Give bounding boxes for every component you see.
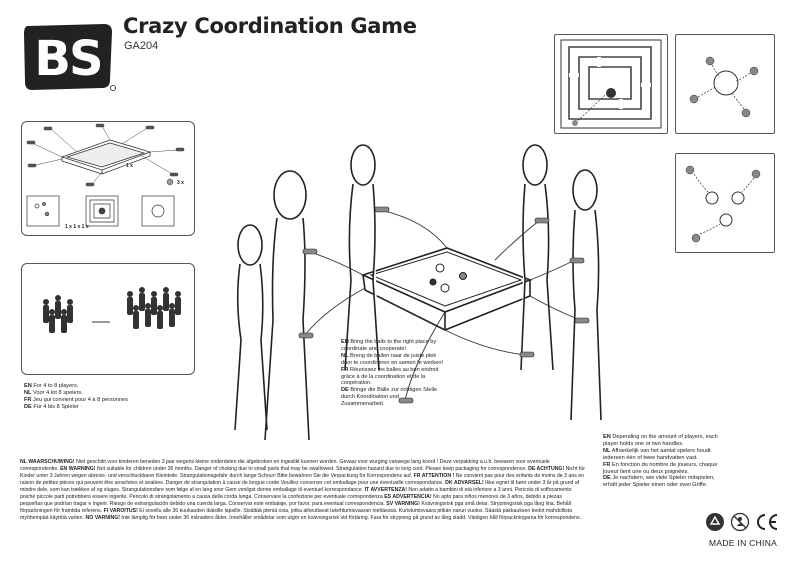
player-silhouette	[145, 303, 151, 327]
card-3	[141, 195, 175, 227]
handles-en: Depending on the amount of players, each…	[603, 434, 718, 447]
player-figure-5	[234, 224, 268, 431]
warning-code: FR ATTENTION !	[413, 473, 456, 479]
handles	[298, 206, 590, 404]
contents-panel: 1 x 3 x 1 x 1 x 1 x	[21, 121, 195, 236]
players-text: EN For 4 to 8 players. NL Voor 4 tot 8 s…	[24, 383, 128, 410]
players-fr: Jeu qui convient pour 4 à 8 personnes	[33, 396, 128, 403]
warning-code: SV VARNING!	[386, 501, 422, 507]
warning-text: Ne convient pas pour des enfants de moin…	[20, 473, 585, 486]
game-board	[360, 247, 533, 331]
warning-code: DE ACHTUNG!	[528, 466, 566, 472]
player-silhouette	[43, 299, 49, 323]
bs-logo: BS	[24, 24, 116, 91]
warning-code: IT AVVERTENZA!	[364, 487, 409, 493]
ball-drawing	[166, 178, 174, 186]
main-illustration	[234, 144, 602, 441]
player-silhouette	[55, 295, 61, 319]
card-1	[26, 195, 60, 227]
handles-nl: Afhankelijk van het aantal spelers houdt…	[603, 447, 711, 461]
player-silhouette	[67, 299, 73, 323]
made-in-label: MADE IN CHINA	[709, 538, 778, 548]
players-de: Für 4 bis 8 Spieler	[33, 403, 79, 410]
move-balls-drawing	[689, 56, 759, 118]
player-silhouette	[169, 303, 175, 327]
move-balls-panel	[675, 34, 775, 134]
balls-qty: 3 x	[177, 180, 184, 186]
maze-card-drawing	[560, 39, 662, 129]
warning-text: Ikke egnet til børn under 3 år på grund …	[20, 480, 580, 493]
warning-code: NL WAARSCHUWING!	[20, 459, 77, 465]
player-silhouette	[151, 291, 157, 315]
target-balls-drawing	[685, 165, 761, 243]
logo-text: BS	[34, 31, 101, 87]
player-silhouette	[157, 305, 163, 329]
instructions-de: Bringe die Bälle zur richtigen Stelle du…	[341, 387, 438, 408]
player-silhouette	[127, 291, 133, 315]
warning-text: Not suitable for children under 36 month…	[96, 466, 529, 472]
handles-de: Je nachdem, wie viele Spieler mitspielen…	[603, 475, 715, 489]
contents-illustration: 1 x 3 x 1 x 1 x 1 x	[26, 123, 185, 230]
players-en: For 4 to 8 players.	[33, 383, 79, 389]
handles-text: EN Depending on the amount of players, e…	[603, 434, 718, 489]
cords-and-handles	[26, 123, 185, 187]
instructions-fr: Réunissez les balles au bon endroit grâc…	[341, 366, 439, 387]
warning-code: EN WARNING!	[60, 466, 97, 472]
board-drawing	[60, 139, 152, 175]
players-nl: Voor 4 tot 8 spelers.	[33, 389, 83, 396]
player-silhouette	[163, 287, 169, 311]
warning-code: FI VAROITUS!	[103, 508, 140, 514]
warning-code: NO VARNING!	[85, 515, 122, 521]
target-balls-panel	[675, 153, 775, 253]
safety-warnings: NL WAARSCHUWING! Niet geschikt voor kind…	[20, 459, 585, 522]
warning-code: ES ADVERTENCIA!	[384, 494, 434, 500]
no-small-children-icon	[730, 512, 750, 532]
player-silhouette	[133, 305, 139, 329]
card-2	[85, 195, 119, 227]
player-silhouette	[49, 309, 55, 333]
player-figure-4	[570, 169, 602, 421]
board-qty: 1 x	[126, 163, 133, 169]
warning-text: Nicht für Kinder unter 3 Jahren wegen ab…	[20, 466, 585, 479]
instructions-nl: Breng de ballen naar de juiste plek door…	[341, 352, 443, 366]
warning-code: DK ADVARSEL!	[445, 480, 486, 486]
recycle-icon	[706, 513, 724, 531]
ce-mark-icon	[757, 514, 778, 530]
product-code: GA204	[124, 40, 159, 52]
product-title: Crazy Coordination Game	[123, 14, 417, 38]
players-illustration	[43, 287, 181, 333]
player-figure-3	[520, 144, 554, 371]
player-figure-1	[264, 170, 310, 441]
warning-text: Inte lämplig för barn under 36 månaders …	[121, 515, 582, 521]
player-silhouette	[61, 309, 67, 333]
cards-qty: 1 x 1 x 1 x	[65, 224, 89, 230]
player-figure-2	[344, 144, 380, 371]
player-silhouette	[139, 287, 145, 311]
warning-text: No apto para niños menores de 3 años, de…	[20, 494, 562, 507]
maze-card-panel	[554, 34, 668, 134]
player-silhouette	[175, 291, 181, 315]
instructions-text: EN Bring the balls to the right place by…	[341, 339, 443, 408]
instructions-en: Bring the balls to the right place by co…	[341, 339, 437, 352]
warning-text: Kvävningsrisk pga små delar. Strypningsr…	[20, 501, 571, 514]
warning-text: Ei sovellu alle 36 kuukauden ikäisille l…	[20, 508, 573, 521]
players-panel	[21, 263, 195, 375]
warning-text: Non adatto a bambini di età inferiore a …	[20, 487, 572, 500]
warning-text: Niet geschikt voor kinderen beneden 3 ja…	[20, 459, 550, 472]
handles-fr: En fonction du nombre de joueurs, chaque…	[603, 461, 718, 475]
